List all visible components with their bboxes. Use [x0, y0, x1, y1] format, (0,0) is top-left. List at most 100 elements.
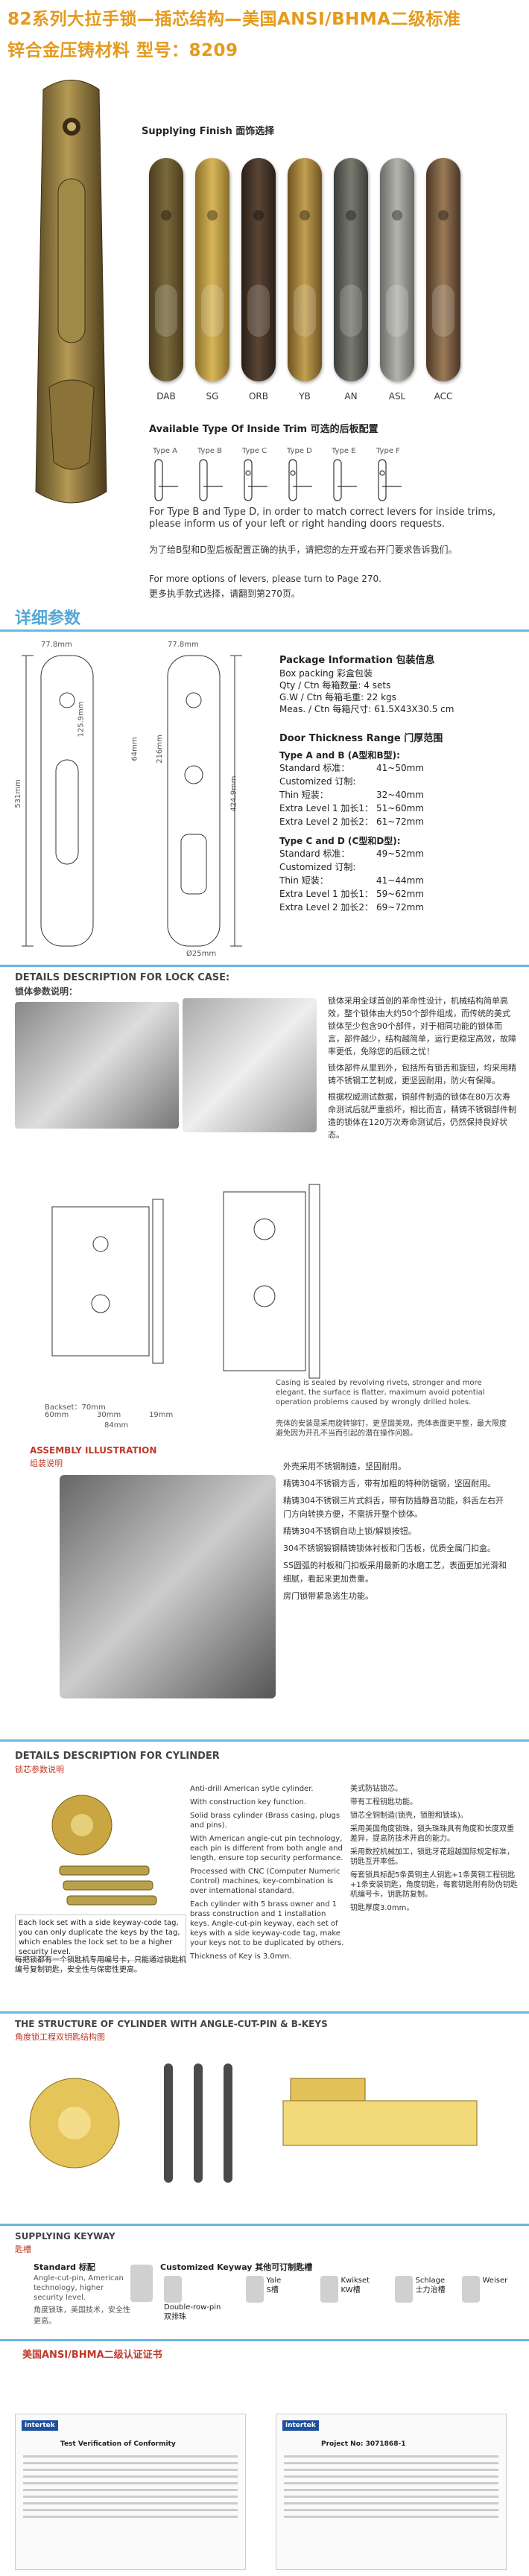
finish-label: SG	[206, 391, 219, 402]
section-divider	[0, 2224, 529, 2226]
thickness-ab-title: Type A and B (A型和B型):	[279, 750, 400, 761]
package-line: G.W / Ctn 每箱毛重: 22 kgs	[279, 692, 396, 702]
thickness-ab-table: Standard 标准：41~50mm Customized 订制: Thin …	[279, 761, 503, 828]
cylinder-bullet-en: Processed with CNC (Computer Numeric Con…	[190, 1868, 340, 1895]
package-title: Package Information 包装信息	[279, 655, 435, 666]
assembly-bullet: 精铸304不锈钢自动上锁/解锁按钮。	[283, 1526, 416, 1536]
lockcase-heading-en: DETAILS DESCRIPTION FOR LOCK CASE:	[15, 972, 230, 983]
row-label: Customized 订制:	[279, 776, 356, 787]
keyway-option-name: Yale	[266, 2277, 282, 2285]
finish-label: ACC	[434, 391, 453, 402]
keyway-standard-cn: 角度锁珠，美国技术，安全性更高。	[34, 2306, 130, 2326]
dim-label: 424.9mm	[229, 775, 238, 812]
intertek-logo: intertek	[22, 2420, 58, 2431]
cylinder-bullets-en: Anti-drill American sytle cylinder. With…	[190, 1784, 346, 1965]
row-label: Extra Level 2 加长2：	[279, 902, 374, 913]
lockcase-heading-cn: 锁体参数说明：	[15, 986, 78, 997]
trim-type-label: Type B	[197, 447, 223, 455]
row-label: Customized 订制:	[279, 862, 356, 872]
certificate-right: intertek Project No: 3071868-1	[276, 2414, 507, 2570]
keyway-option-name: Schlage	[415, 2277, 446, 2285]
cylinder-bullet-en: Thickness of Key is 3.0mm.	[190, 1952, 292, 1961]
params-heading: 详细参数	[15, 609, 81, 628]
keyway-standard-en: Angle-cut-pin, American technology, high…	[34, 2274, 124, 2302]
trim-type-label: Type D	[287, 447, 312, 455]
section-divider	[0, 629, 529, 632]
assembly-bullet: 外壳采用不锈钢制造，坚固耐用。	[283, 1462, 406, 1471]
cylinder-bullet-cn: 采用数控机械加工，锁匙牙花超越国际规定标准，钥匙互开率低。	[350, 1848, 514, 1866]
trim-levers-en: For more options of levers, please turn …	[149, 574, 381, 584]
cylinder-bullet-cn: 每套锁具标配5条黄铜主人钥匙+1条黄铜工程钥匙+1条安装钥匙，角度钥匙，每套钥匙…	[350, 1871, 518, 1899]
trim-type-label: Type A	[153, 447, 177, 455]
dimension-drawing	[11, 641, 257, 954]
cylinder-bullet-cn: 采用美国角度锁珠，锁头珠珠具有角度和长度双重差异，提高防技术开启的能力。	[350, 1825, 514, 1843]
finish-plate	[195, 158, 229, 381]
finish-plate	[334, 158, 368, 381]
finish-plate	[380, 158, 414, 381]
finish-title: Supplying Finish 面饰选择	[142, 126, 275, 137]
cert-title: Project No: 3071868-1	[321, 2440, 406, 2448]
keyway-option: Schlage 士力治槽	[395, 2276, 454, 2303]
row-value: 49~52mm	[376, 848, 424, 859]
keycard-note-cn: 每把锁都有一个锁匙机专用编号卡，只能通过锁匙机编号复制钥匙，安全性与保密性更高。	[15, 1956, 186, 1974]
row-value: 61~72mm	[376, 816, 424, 827]
keyway-heading-en: SUPPLYING KEYWAY	[15, 2231, 115, 2242]
casing-note-en: Casing is sealed by revolving rivets, st…	[276, 1379, 485, 1406]
cert-title: Test Verification of Conformity	[60, 2440, 176, 2448]
assembly-photo	[60, 1475, 276, 1698]
trim-note-en: For Type B and Type D, in order to match…	[149, 507, 496, 530]
assembly-bullet: 304不锈钢锻钢精铸锁体衬板和门舌板，优质全属门扣盒。	[283, 1544, 495, 1553]
structure-illustration	[15, 2049, 514, 2198]
thickness-cd-table: Standard 标准：49~52mm Customized 订制: Thin …	[279, 847, 503, 914]
lock-dim: 30mm	[97, 1411, 121, 1419]
assembly-bullet: 精铸304不锈钢方舌，带有加粗的特种防锯钢，坚固耐用。	[283, 1479, 495, 1488]
cylinder-heading-cn: 锁芯参数说明	[15, 1765, 64, 1774]
cert-text-lines	[284, 2455, 498, 2522]
trim-levers-cn: 更多执手款式选择，请翻到第270页。	[149, 589, 300, 599]
row-value: 51~60mm	[376, 803, 424, 813]
row-value: 69~72mm	[376, 902, 424, 913]
header-title-line2: 锌合金压铸材料 型号：8209	[7, 41, 238, 60]
dim-label: 77.8mm	[41, 641, 72, 649]
keyway-standard-title: Standard 标配	[34, 2262, 95, 2272]
finish-label: ASL	[388, 391, 406, 402]
finish-plate	[426, 158, 460, 381]
keyway-option-name: Kwikset	[340, 2277, 370, 2285]
keyway-option-cn: 双排珠	[164, 2313, 186, 2321]
cylinder-bullet-cn: 带有工程钥匙功能。	[350, 1798, 417, 1806]
cylinder-bullet-en: With American angle-cut pin technology, …	[190, 1835, 343, 1862]
keyway-custom-title: Customized Keyway 其他可订制匙槽	[160, 2262, 313, 2272]
assembly-bullets: 外壳采用不锈钢制造，坚固耐用。 精铸304不锈钢方舌，带有加粗的特种防锯钢，坚固…	[283, 1460, 507, 1607]
cert-text-lines	[23, 2455, 238, 2522]
thickness-cd-title: Type C and D (C型和D型):	[279, 836, 401, 846]
finish-label: YB	[299, 391, 311, 402]
keyway-heading-cn: 匙槽	[15, 2245, 31, 2254]
row-value: 41~44mm	[376, 875, 424, 886]
lock-dim: 60mm	[45, 1411, 69, 1419]
finish-plate	[241, 158, 276, 381]
lock-dim: 84mm	[104, 1421, 129, 1430]
cylinder-bullet-en: Each cylinder with 5 brass owner and 1 b…	[190, 1900, 344, 1947]
keyway-option: Yale S槽	[246, 2276, 305, 2303]
finish-label: ORB	[248, 391, 268, 402]
header-title-line1: 82系列大拉手锁—插芯结构—美国ANSI/BHMA二级标准	[7, 10, 461, 29]
keycard-note-en: Each lock set with a side keyway-code ta…	[15, 1914, 186, 1961]
row-value: 41~50mm	[376, 763, 424, 773]
row-value: 32~40mm	[376, 790, 424, 800]
lockcase-desc-2: 锁体部件从里到外，包括所有锁舌和旋钮，均采用精铸不锈钢工艺制成，更坚固耐用，防火…	[328, 1063, 516, 1085]
lock-dim: 19mm	[149, 1411, 174, 1419]
dim-label: 125.9mm	[77, 701, 86, 737]
keyway-option-icon	[395, 2276, 413, 2303]
dim-label: 531mm	[13, 779, 22, 808]
certs-heading: 美国ANSI/BHMA二级认证证书	[22, 2350, 162, 2361]
lockcase-desc-1: 锁体采用全球首创的革命性设计，机械结构简单高效，整个锁体由大约50个部件组成，而…	[328, 996, 516, 1056]
trim-type-label: Type F	[376, 447, 400, 455]
cylinder-bullet-cn: 锁芯全铜制造(锁壳，锁胆和锁珠)。	[350, 1812, 468, 1820]
trim-type-label: Type C	[242, 447, 267, 455]
lockcase-desc-3: 根据权威测试数据，铜部件制造的锁体在80万次寿命测试后就严重损坏，相比而言，精铸…	[328, 1092, 516, 1140]
row-value: 59~62mm	[376, 889, 424, 899]
section-divider	[0, 2011, 529, 2014]
section-divider	[0, 2339, 529, 2341]
keyway-option: Kwikset KW槽	[320, 2276, 380, 2303]
trim-type-label: Type E	[332, 447, 356, 455]
